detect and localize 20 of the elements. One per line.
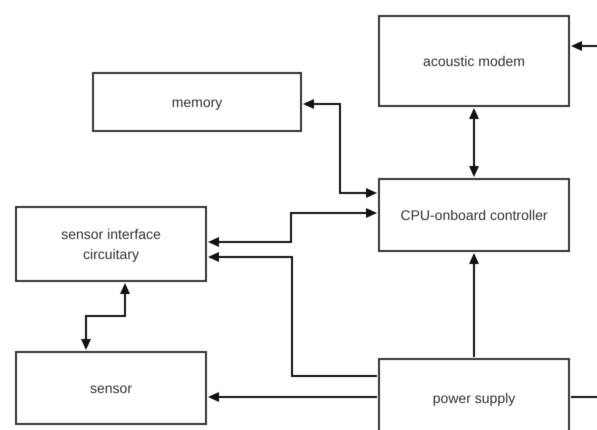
process-box	[92, 72, 302, 132]
process-box	[15, 206, 207, 282]
process-box	[378, 358, 570, 430]
box-label: power supply	[432, 389, 516, 408]
arrow	[469, 108, 479, 177]
box-label: sensor interface circuitary	[60, 225, 162, 264]
box-label: sensor	[90, 379, 132, 398]
process-box	[378, 178, 570, 252]
arrow	[208, 392, 377, 402]
arrow	[208, 208, 377, 247]
arrow	[81, 283, 130, 350]
arrow	[571, 41, 597, 51]
arrow	[469, 253, 479, 357]
arrow	[303, 99, 377, 198]
box-label: acoustic modem	[423, 52, 525, 71]
arrow	[208, 252, 377, 377]
box-label: memory	[172, 93, 222, 112]
process-box	[15, 351, 207, 425]
process-box	[378, 15, 570, 107]
box-label: CPU-onboard controller	[400, 206, 548, 225]
